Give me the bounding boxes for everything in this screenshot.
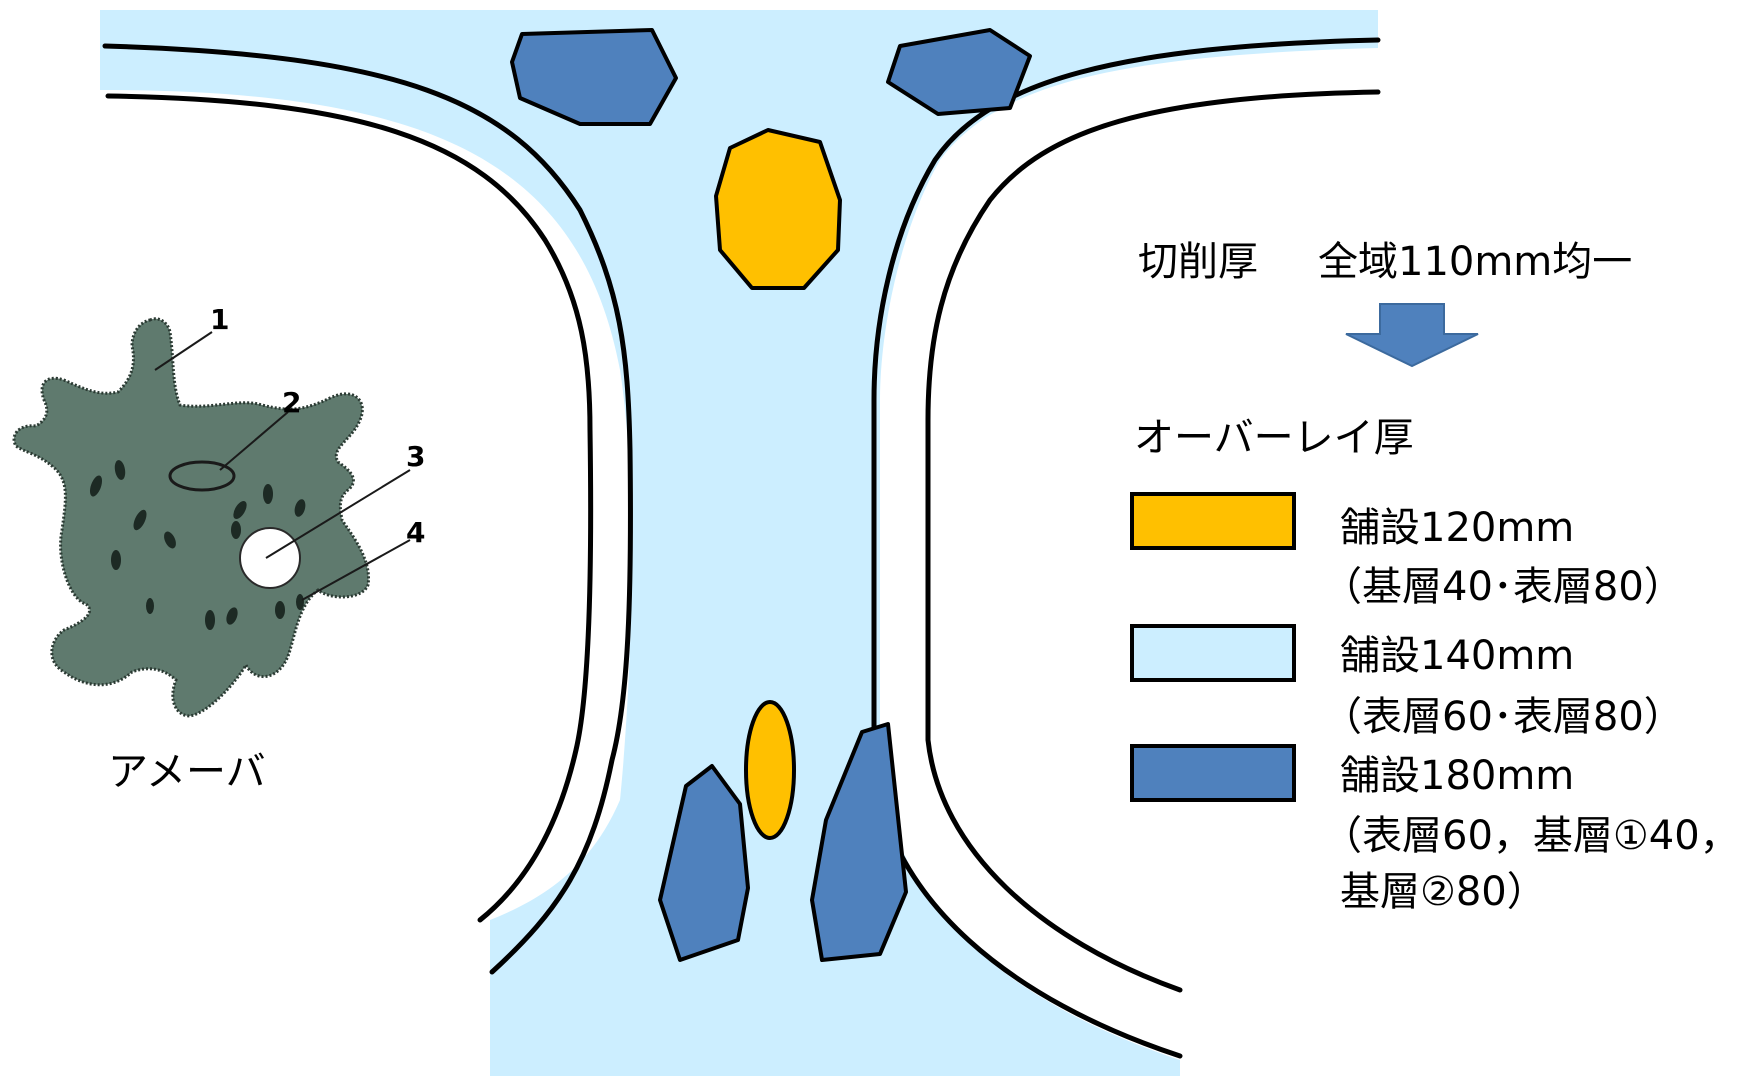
legend-180mm-line2: （表層60，基層①40， (1322, 813, 1740, 859)
zone-180mm-bottom-right (810, 722, 908, 962)
curb-line-upper-left-inner (105, 93, 594, 923)
legend-120mm-line2: （基層40･表層80） (1322, 564, 1684, 610)
road-area (100, 10, 1378, 1076)
amoeba-label-3: 3 (406, 440, 426, 473)
amoeba-label-4: 4 (406, 516, 426, 549)
zone-180mm-bottom-left (658, 764, 750, 962)
legend-swatch-180mm (1130, 744, 1296, 802)
curb-line-right-inner (925, 89, 1381, 993)
amoeba-body (12, 317, 370, 718)
legend-swatch-140mm (1130, 624, 1296, 682)
curb-line-upper-left-outer (102, 43, 633, 975)
amoeba-illustration (12, 317, 411, 718)
amoeba-vacuole (239, 527, 301, 589)
zone-180mm-top-right (886, 28, 1032, 116)
amoeba-label-2: 2 (282, 386, 302, 419)
down-arrow-icon (1345, 303, 1479, 368)
overlay-title: オーバーレイ厚 (1134, 415, 1414, 461)
cut-thickness-label: 切削厚 (1138, 239, 1258, 285)
amoeba-label-1: 1 (210, 303, 230, 336)
amoeba-caption: アメーバ (108, 749, 266, 795)
legend-140mm-line2: （表層60･表層80） (1322, 694, 1684, 740)
zone-120mm-top (714, 128, 842, 290)
amoeba-granules (89, 460, 306, 630)
legend-120mm-line1: 舗設120mm (1340, 505, 1575, 551)
amoeba-nucleus (168, 460, 236, 492)
legend-140mm-line1: 舗設140mm (1340, 633, 1575, 679)
zone-180mm-top-left (510, 28, 678, 126)
cut-thickness-value: 全域110mm均一 (1318, 239, 1633, 285)
curb-line-right-outer (871, 37, 1381, 1059)
legend-swatch-120mm (1130, 492, 1296, 550)
amoeba-pointer-lines (154, 331, 411, 601)
legend-180mm-line3: 基層②80） (1340, 869, 1547, 915)
legend-180mm-line1: 舗設180mm (1340, 753, 1575, 799)
zone-120mm-bottom (744, 700, 796, 840)
